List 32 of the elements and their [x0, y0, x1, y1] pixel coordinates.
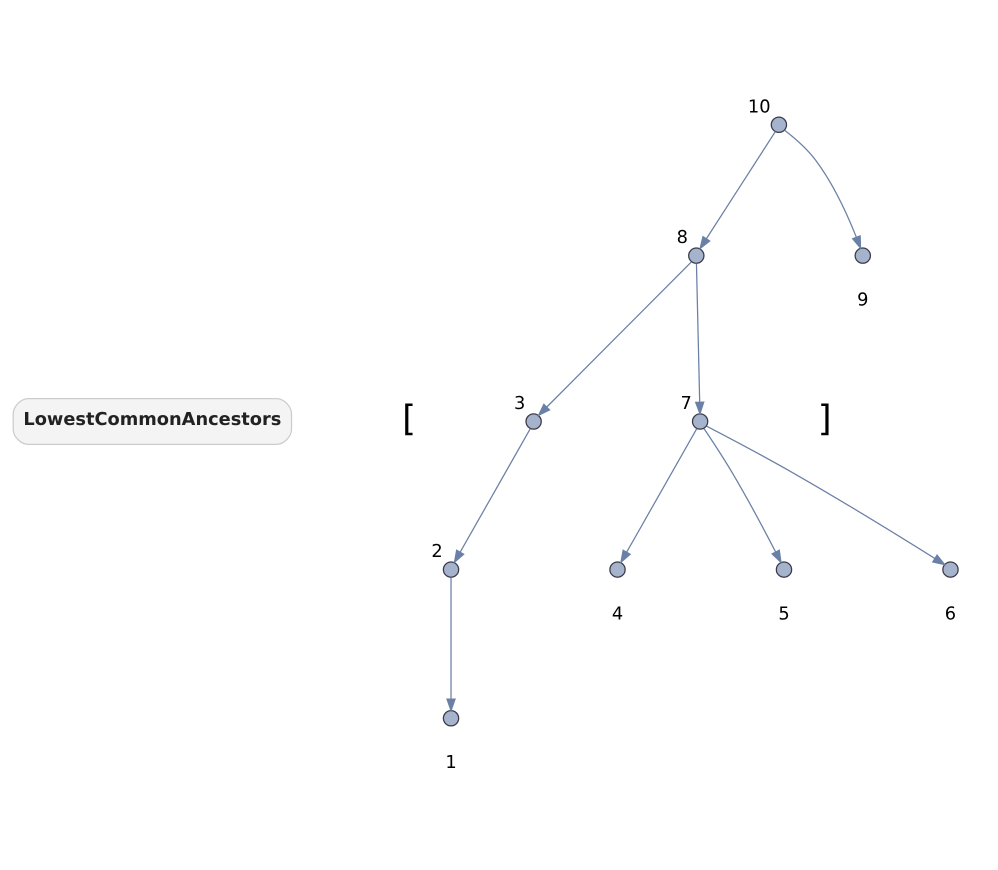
- arrow: [454, 428, 531, 564]
- node-circle: [854, 246, 872, 264]
- node-circle: [692, 412, 708, 430]
- node-label: 8: [676, 226, 688, 248]
- arrow: [704, 428, 782, 564]
- node-label: 3: [514, 392, 526, 414]
- node-circle: [942, 560, 959, 578]
- node-label: 5: [778, 602, 790, 624]
- arrow: [699, 130, 776, 250]
- arrow: [784, 129, 862, 250]
- arrow: [694, 263, 705, 416]
- node-circle: [688, 246, 705, 264]
- node-label: 9: [857, 288, 868, 310]
- node-circle: [770, 116, 788, 133]
- node-label: 1: [445, 752, 457, 773]
- arrow: [537, 261, 692, 416]
- label: [: [402, 398, 416, 439]
- node-label: 7: [680, 392, 692, 414]
- arrow: [620, 428, 698, 564]
- node-label: 2: [431, 540, 443, 562]
- node-circle: [442, 560, 460, 578]
- arrow: [446, 577, 456, 712]
- node-circle: [442, 710, 460, 726]
- node-circle: [609, 560, 626, 578]
- node-label: 4: [612, 602, 624, 624]
- label: ]: [818, 398, 832, 439]
- arrow: [706, 425, 946, 566]
- node-label: 6: [944, 602, 956, 624]
- node-box: LowestCommonAncestors: [12, 398, 292, 445]
- node-circle: [776, 560, 792, 578]
- node-circle: [525, 412, 542, 430]
- node-label: 10: [748, 96, 771, 117]
